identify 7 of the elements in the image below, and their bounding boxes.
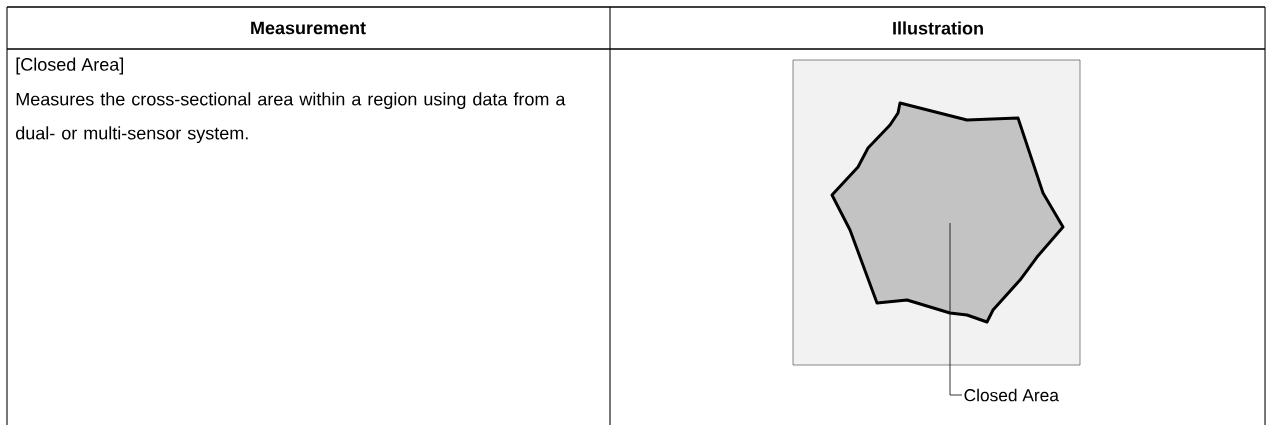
measurement-name: [Closed Area] [16, 57, 123, 75]
leader-line [949, 222, 963, 396]
header-cell: Measurement [251, 21, 366, 35]
callout-text: Closed Area [964, 388, 1059, 402]
description-text: Measures the cross-sectional area within a region using data from a dual- or multi-sensor system. [16, 92, 566, 144]
closed-area-shape [830, 101, 1065, 324]
header-cell: Illustration [893, 21, 983, 35]
